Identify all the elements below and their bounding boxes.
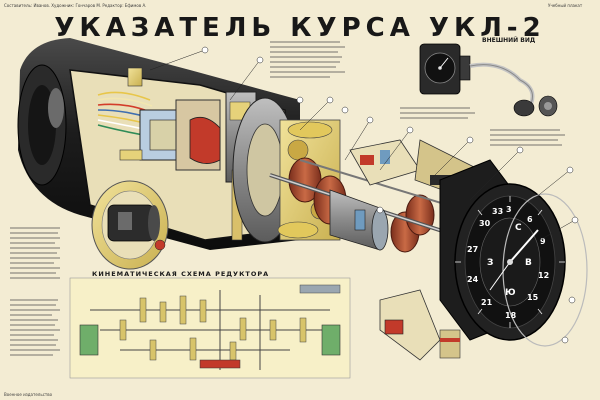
dial-number: 12 [538, 271, 549, 280]
dial-number: 15 [527, 293, 539, 302]
external-view-inset [419, 43, 558, 117]
dial-number: 18 [505, 311, 517, 320]
kinematic-scheme-title: КИНЕМАТИЧЕСКАЯ СХЕМА РЕДУКТОРА [92, 270, 270, 278]
dial-number: 6 [527, 215, 533, 224]
legend-text-block-left [10, 227, 60, 356]
dial-assembly: 3 6 9 12 15 18 21 24 27 30 33 С В Ю З [439, 159, 588, 347]
side-motor [91, 180, 169, 270]
dial-letter: Ю [505, 288, 516, 298]
kinematic-scheme [69, 277, 351, 379]
dial-number: 30 [479, 219, 491, 228]
mount-bracket [379, 289, 461, 361]
rotor-cylinder [329, 189, 389, 251]
bottom-caption: Военное издательство [4, 392, 53, 397]
poster-title: УКАЗАТЕЛЬ КУРСА УКЛ-2 [54, 13, 546, 43]
dial-letter: С [515, 223, 522, 233]
top-left-caption: Составитель: Иванов. Художник: Гончаров … [4, 3, 147, 8]
top-right-caption: Учебный плакат [548, 3, 583, 8]
dial-number: 3 [506, 205, 512, 214]
legend-text-block-top [270, 41, 345, 78]
part-number-markers [201, 46, 579, 344]
dial-number: 21 [481, 298, 493, 307]
legend-text-block-right [400, 107, 565, 146]
dial-number: 24 [467, 275, 479, 284]
dial-letter: З [487, 258, 493, 268]
dial-number: 9 [540, 237, 546, 246]
dial-letter: В [525, 258, 532, 268]
leader-lines [149, 49, 576, 241]
dial-number: 33 [492, 207, 503, 216]
external-view-label: ВНЕШНИЙ ВИД [482, 37, 536, 44]
dial-number: 27 [467, 245, 478, 254]
